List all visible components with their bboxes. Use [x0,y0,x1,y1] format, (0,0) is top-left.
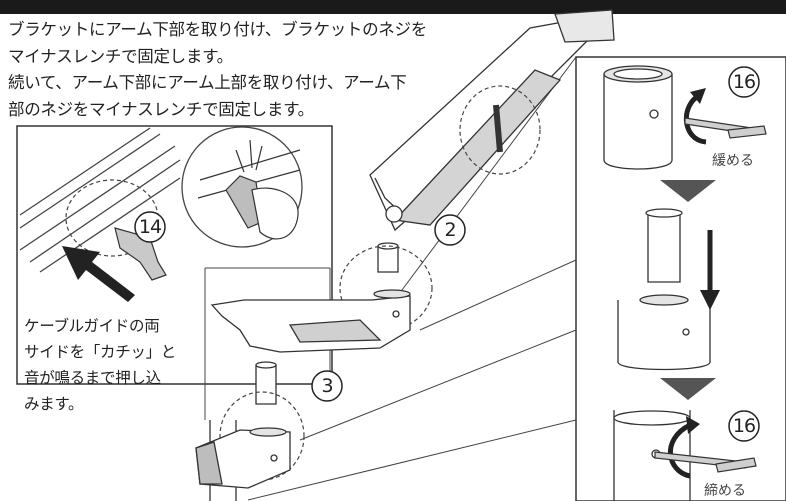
instruction-line-4: 部のネジをマイナスレンチで固定します。 [8,99,314,119]
callout-circle-16-top [728,66,760,98]
mount-bracket [195,427,291,489]
upper-arm [369,9,615,232]
pole-top-step1 [603,65,673,170]
hex-wrench-icon-2 [654,451,757,473]
instruction-line-1: ブラケットにアーム下部を取り付け、ブラケットのネジを [8,20,427,39]
callout-circle-14 [134,211,166,243]
hex-wrench-icon [684,117,767,139]
cable-note-line-1: ケーブルガイドの両 [24,317,160,335]
instruction-text: ブラケットにアーム下部を取り付け、ブラケットのネジを マイナスレンチで固定します… [8,17,478,123]
step-down-triangle-2 [660,378,716,400]
hand-illustration [197,139,301,240]
callout-16-top-label: 16 [732,71,756,93]
step-down-triangle [660,180,716,202]
guide-lines [204,56,577,501]
cable-guide-rail [19,127,181,273]
cable-note-line-2: サイドを「カチッ」と [24,343,177,361]
instruction-line-3: 続いて、アーム下部にアーム上部を取り付け、アーム下 [8,73,407,92]
cable-note-line-4: みます。 [24,395,84,413]
callout-circle-2 [434,214,466,246]
header-bar [0,0,786,14]
instruction-line-2: マイナスレンチで固定します。 [8,46,233,66]
loosen-label: 緩める [712,153,754,169]
arm-pole-joint [377,242,399,273]
pole-top-step2 [617,208,711,371]
cable-guide-note: ケーブルガイドの両 サイドを「カチッ」と 音が鳴るまで押し込 みます。 [24,313,204,417]
pole-top-step3 [613,410,691,501]
callout-16-bottom-label: 16 [732,415,756,437]
push-arrow-icon [62,246,135,302]
cable-note-line-3: 音が鳴るまで押し込 [24,369,161,387]
tighten-label: 締める [704,483,746,499]
callout-circle-3 [311,370,343,402]
callout-circle-16-bottom [728,410,760,442]
callout-2-label: 2 [444,219,456,241]
lower-arm [210,289,411,353]
callout-14-label: 14 [138,216,162,238]
callout-3-label: 3 [321,375,333,397]
